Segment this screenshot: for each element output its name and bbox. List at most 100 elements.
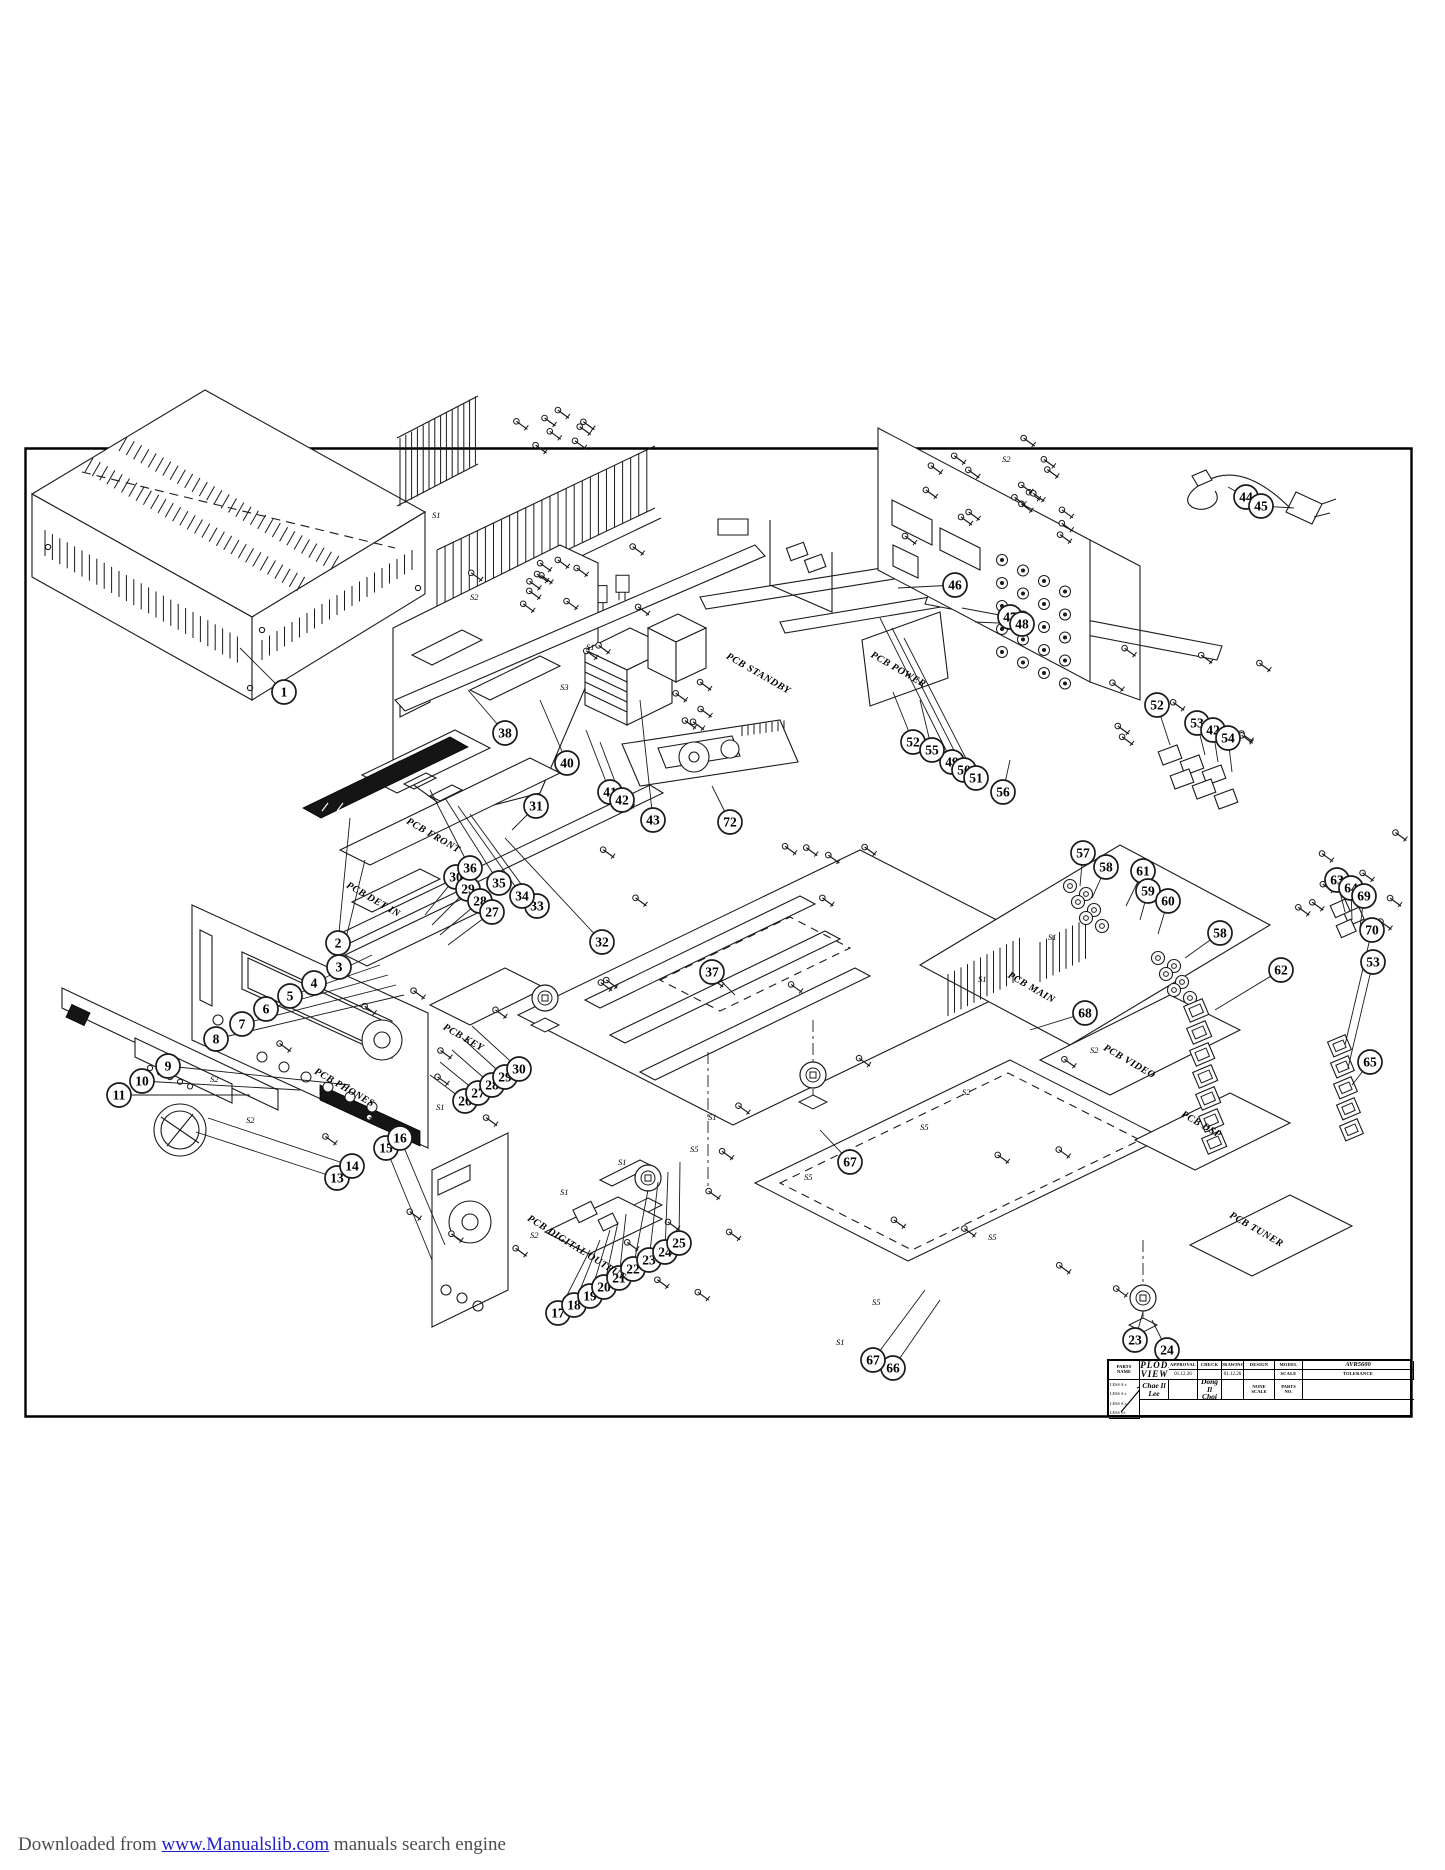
titleblock-tolerance-values: LESS A ± LESS A ± LESS A ± LESS ±± [1109,1380,1140,1419]
titleblock-model-value: AVR5600 [1303,1361,1414,1370]
screw-label-S2: S2 [962,1087,971,1097]
drawing-name-line1: Dong Il [1200,1380,1219,1394]
callout-number: 65 [1363,1055,1377,1070]
leader-line-32 [505,838,602,942]
callout-56: 56 [991,780,1015,804]
callout-1: 1 [272,680,296,704]
callout-67: 67 [861,1348,885,1372]
tolerance-line2: LESS A ± [1110,1391,1127,1397]
callout-60: 60 [1156,889,1180,913]
callout-number: 67 [866,1353,880,1368]
callout-2: 2 [326,931,350,955]
callout-number: 62 [1274,963,1288,978]
callout-25: 25 [667,1231,691,1255]
callout-number: 33 [530,899,544,914]
callout-number: 52 [906,735,920,750]
jack-block [1330,899,1364,937]
callout-number: 58 [1099,860,1113,875]
callout-23: 23 [1123,1328,1147,1352]
titleblock-model-label: MODEL [1275,1361,1303,1370]
screw-label-S1: S1 [1048,932,1057,942]
callout-61: 61 [1131,859,1155,883]
phono-jack-clusters [1064,880,1197,1005]
footer-prefix: Downloaded from [18,1834,162,1855]
callout-55: 55 [920,738,944,762]
leader-line-67 [873,1290,925,1360]
tolerance-line1: LESS A ± [1110,1381,1127,1387]
callout-67: 67 [838,1150,862,1174]
callout-number: 51 [969,771,983,786]
screw-label-S2: S2 [1090,1045,1099,1055]
leader-line-14 [208,1118,352,1166]
title-block: APPROVAL CHECK DRAWING DESIGN MODEL AVR5… [1107,1359,1414,1419]
callout-number: 56 [996,785,1010,800]
callout-4: 4 [302,971,326,995]
callout-number: 68 [1078,1006,1092,1021]
callout-number: 22 [626,1262,640,1277]
socket-strip-2 [1328,1035,1364,1141]
screw-label-S5: S5 [920,1122,929,1132]
manualslib-link[interactable]: www.Manualslib.com [161,1834,330,1855]
screw-label-S5: S5 [690,1144,699,1154]
tolerance-line3: LESS A ± [1110,1400,1127,1406]
callout-number: 23 [1128,1333,1142,1348]
titleblock-tolerance-label: TOLERANCE [1303,1370,1414,1380]
callout-32: 32 [590,930,614,954]
callout-number: 57 [1076,846,1090,861]
screw-label-S1: S1 [560,1187,569,1197]
callout-number: 8 [213,1032,220,1047]
front-sub-panel [432,1133,508,1327]
pcb-main-board [920,845,1270,1045]
callout-number: 9 [165,1059,172,1074]
callout-number: 45 [1254,499,1268,514]
titleblock-check-name [1169,1380,1198,1400]
screw-label-S1: S1 [836,1337,845,1347]
socket-strip [1184,999,1227,1154]
callout-number: 32 [595,935,609,950]
callout-number: 13 [330,1171,344,1186]
titleblock-scale-label: SCALE [1275,1370,1303,1380]
callout-54: 54 [1216,726,1240,750]
leader-line-13 [196,1132,337,1178]
callout-number: 40 [560,756,574,771]
parts-name-line2: NAME [1116,1369,1132,1374]
power-cord [1188,470,1336,524]
tolerance-line4: LESS ±± [1110,1410,1126,1416]
callout-number: 69 [1357,889,1371,904]
headphone-jack [213,1015,223,1025]
callout-31: 31 [524,794,548,818]
none-scale-line2: SCALE [1251,1388,1267,1394]
callout-16: 16 [388,1126,412,1150]
callout-66: 66 [881,1356,905,1380]
callout-number: 18 [567,1298,581,1313]
pcb-label-pcb-key: PCB KEY [441,1022,486,1054]
callout-8: 8 [204,1027,228,1051]
titleblock-approval-date: 01.12.26 [1169,1370,1198,1380]
leader-line-49 [880,618,952,762]
callout-58: 58 [1094,855,1118,879]
pcb-label-pcb-standby: PCB STANDBY [724,651,793,697]
callout-number: 72 [723,815,737,830]
callout-53: 53 [1361,950,1385,974]
callout-number: 17 [551,1306,565,1321]
leader-line-25 [679,1162,680,1243]
screw-label-S2: S2 [246,1115,255,1125]
callout-30: 30 [507,1057,531,1081]
titleblock-none-scale: NONE SCALE [1244,1380,1275,1400]
callout-70: 70 [1360,918,1384,942]
callout-number: 53 [1366,955,1380,970]
power-knob [154,1104,206,1156]
callout-10: 10 [130,1069,154,1093]
screw-label-S1: S1 [586,642,595,652]
callout-number: 67 [843,1155,857,1170]
titleblock-design-header: DESIGN [1244,1361,1275,1370]
leader-line-15 [386,1148,432,1260]
callout-number: 25 [672,1236,686,1251]
leader-line-66 [893,1300,940,1368]
titleblock-parts-name-label: PARTS NAME [1109,1361,1140,1380]
callout-number: 48 [1015,617,1029,632]
callout-number: 54 [1221,731,1235,746]
pcb-dsp-board [1135,1093,1290,1170]
drawing-frame [26,449,1412,1417]
